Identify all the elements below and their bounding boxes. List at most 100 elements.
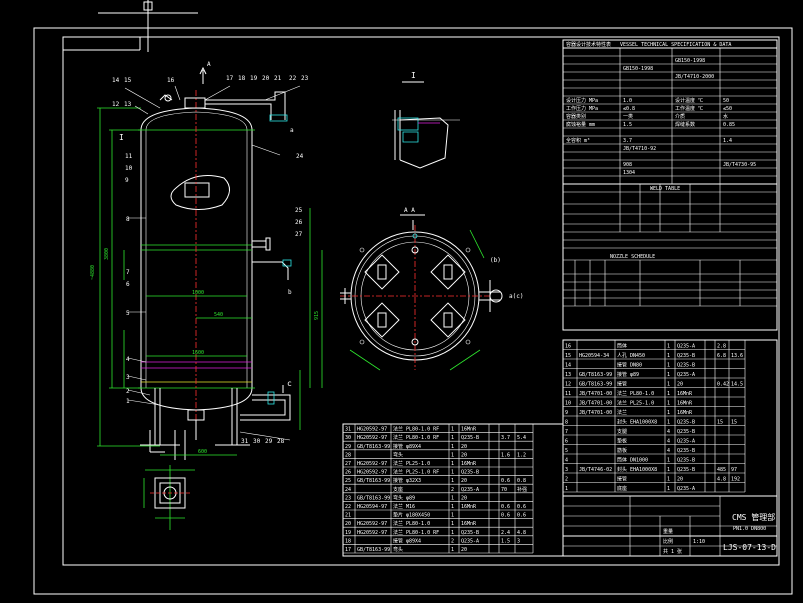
bom-upper-cell: 192 — [731, 477, 740, 483]
bom-lower-cell: 法兰 PL25-1.0 RF — [393, 469, 439, 476]
label-view-b: (b) — [490, 257, 501, 264]
bom-lower-cell: Q235-B — [461, 470, 479, 476]
bom-lower-cell: 29 — [345, 444, 351, 450]
spec-v1-0: 1.0 — [623, 98, 632, 104]
label-20: 20 — [262, 75, 270, 82]
bom-lower-cell: 5.4 — [517, 435, 526, 441]
bom-lower-cell: 24 — [345, 487, 351, 493]
bom-upper-cell: Q235-B — [677, 448, 695, 454]
label-11: 11 — [125, 153, 133, 160]
bom-lower-cell: 20 — [461, 495, 467, 501]
spec-v1-2: 一类 — [623, 113, 633, 120]
bom-lower-cell: 1.2 — [517, 452, 526, 458]
spec-k2-0: 设计温度 ℃ — [675, 97, 703, 104]
label-15: 15 — [124, 77, 132, 84]
bom-lower-cell: HG20594-97 — [357, 504, 387, 510]
dim-600: 600 — [198, 449, 207, 455]
bom-upper-cell: 1 — [667, 372, 670, 378]
bom-upper-cell: 0.42 — [717, 382, 729, 388]
bom-lower-cell: 1 — [451, 461, 454, 467]
bom-upper-cell: 接管 φ89 — [617, 371, 639, 378]
bom-upper-cell: Q235-B — [677, 467, 695, 473]
bom-lower-cell: Q235-B — [461, 435, 479, 441]
label-14: 14 — [112, 77, 120, 84]
bom-lower-cell: 法兰 PL80-1.0 RF — [393, 529, 439, 536]
bom-upper-cell: 筋板 — [617, 447, 627, 454]
bom-lower-cell: HG20592-97 — [357, 461, 387, 467]
bom-lower-cell: 20 — [461, 478, 467, 484]
bom-upper-cell: 20 — [677, 382, 683, 388]
bom-upper-cell: GB/T8163-99 — [579, 382, 612, 388]
label-13: 13 — [124, 101, 132, 108]
bom-lower-cell: 补强 — [517, 486, 527, 493]
bom-lower-cell: 20 — [345, 521, 351, 527]
bom-upper-cell: 1 — [667, 458, 670, 464]
label-3: 3 — [126, 374, 130, 381]
bom-lower-cell: 0.6 — [517, 504, 526, 510]
bom-lower-cell: 1 — [451, 513, 454, 519]
bom-lower-cell: 20 — [461, 452, 467, 458]
label-26: 26 — [295, 219, 303, 226]
bom-lower-cell: GB/T8163-99 — [357, 495, 390, 501]
bom-lower-cell: 16MnR — [461, 427, 477, 433]
bom-upper-cell: Q235-B — [677, 353, 695, 359]
spec-v1-4: 3.7 — [623, 138, 632, 144]
bom-upper-cell: 7 — [565, 429, 568, 435]
spec-k1-3: 腐蚀裕量 mm — [566, 121, 595, 128]
bom-lower-cell: 1 — [451, 452, 454, 458]
bom-upper-cell: 1 — [667, 410, 670, 416]
bom-lower-cell: 0.6 — [501, 478, 510, 484]
detail-I-title: I — [411, 71, 416, 80]
spec-v1-1: ≤0.8 — [623, 106, 635, 112]
bom-upper-cell: 14.5 — [731, 382, 743, 388]
bom-lower-cell: 31 — [345, 427, 351, 433]
bom-lower-cell: 法兰 M16 — [393, 503, 415, 510]
label-8: 8 — [126, 216, 130, 223]
spec-k1-2: 容器类别 — [566, 113, 586, 120]
cad-crosshair-cursor — [98, 0, 198, 52]
spec-v1-3: 1.5 — [623, 122, 632, 128]
bom-upper-cell: 接管 — [617, 476, 627, 483]
bom-lower-cell: HG20592-97 — [357, 530, 387, 536]
bom-lower-cell: 17 — [345, 547, 351, 553]
bom-lower-cell: Q235-B — [461, 530, 479, 536]
bom-upper-cell: 12 — [565, 382, 571, 388]
bom-lower-cell: HG20592-97 — [357, 470, 387, 476]
bom-upper-cell: 接管 — [617, 381, 627, 388]
spec-header-en: VESSEL TECHNICAL SPECIFICATION & DATA — [620, 42, 731, 48]
label-2: 2 — [126, 388, 130, 395]
bom-lower-cell: 1 — [451, 444, 454, 450]
bom-lower-cell: 1 — [451, 427, 454, 433]
section-AA-view: A A (b) a(c) — [340, 207, 523, 371]
title-scale: 1:10 — [693, 539, 705, 545]
bom-upper-cell: 16 — [565, 344, 571, 350]
outer-frame — [33, 27, 793, 595]
weld-table-title: WELD TABLE — [650, 186, 680, 192]
bom-upper-cell: 封头 EHA1000X8 — [617, 466, 657, 473]
bom-upper-cell: JB/T4701-00 — [579, 401, 612, 407]
bom-upper-cell: 人孔 DN450 — [617, 352, 645, 359]
bom-lower-cell: 1 — [451, 547, 454, 553]
bom-lower-cell: 16MnR — [461, 521, 477, 527]
label-19: 19 — [250, 75, 258, 82]
label-detail-I: I — [119, 133, 124, 142]
bom-lower-cell: 30 — [345, 435, 351, 441]
bom-upper-cell: 1 — [667, 401, 670, 407]
bom-lower-cell: 1.6 — [501, 452, 510, 458]
bom-upper-cell: JB/T4701-00 — [579, 410, 612, 416]
bom-upper-cell: 支腿 — [617, 428, 627, 435]
label-view-c: a(c) — [509, 293, 523, 300]
bom-lower-cell: 法兰 PL25-1.0 — [393, 460, 430, 467]
label-23: 23 — [301, 75, 309, 82]
bom-upper-cell: HG20594-34 — [579, 353, 609, 359]
bom-lower-cell: 2 — [451, 487, 454, 493]
bom-upper-cell: 8 — [565, 420, 568, 426]
bom-lower-cell: Q235-A — [461, 538, 479, 544]
bom-upper-cell: 15 — [565, 353, 571, 359]
spec-v2-0: 50 — [723, 98, 729, 104]
bom-upper-cell: 4 — [667, 439, 670, 445]
bom-upper-cell: 2 — [565, 477, 568, 483]
label-6: 6 — [126, 281, 130, 288]
